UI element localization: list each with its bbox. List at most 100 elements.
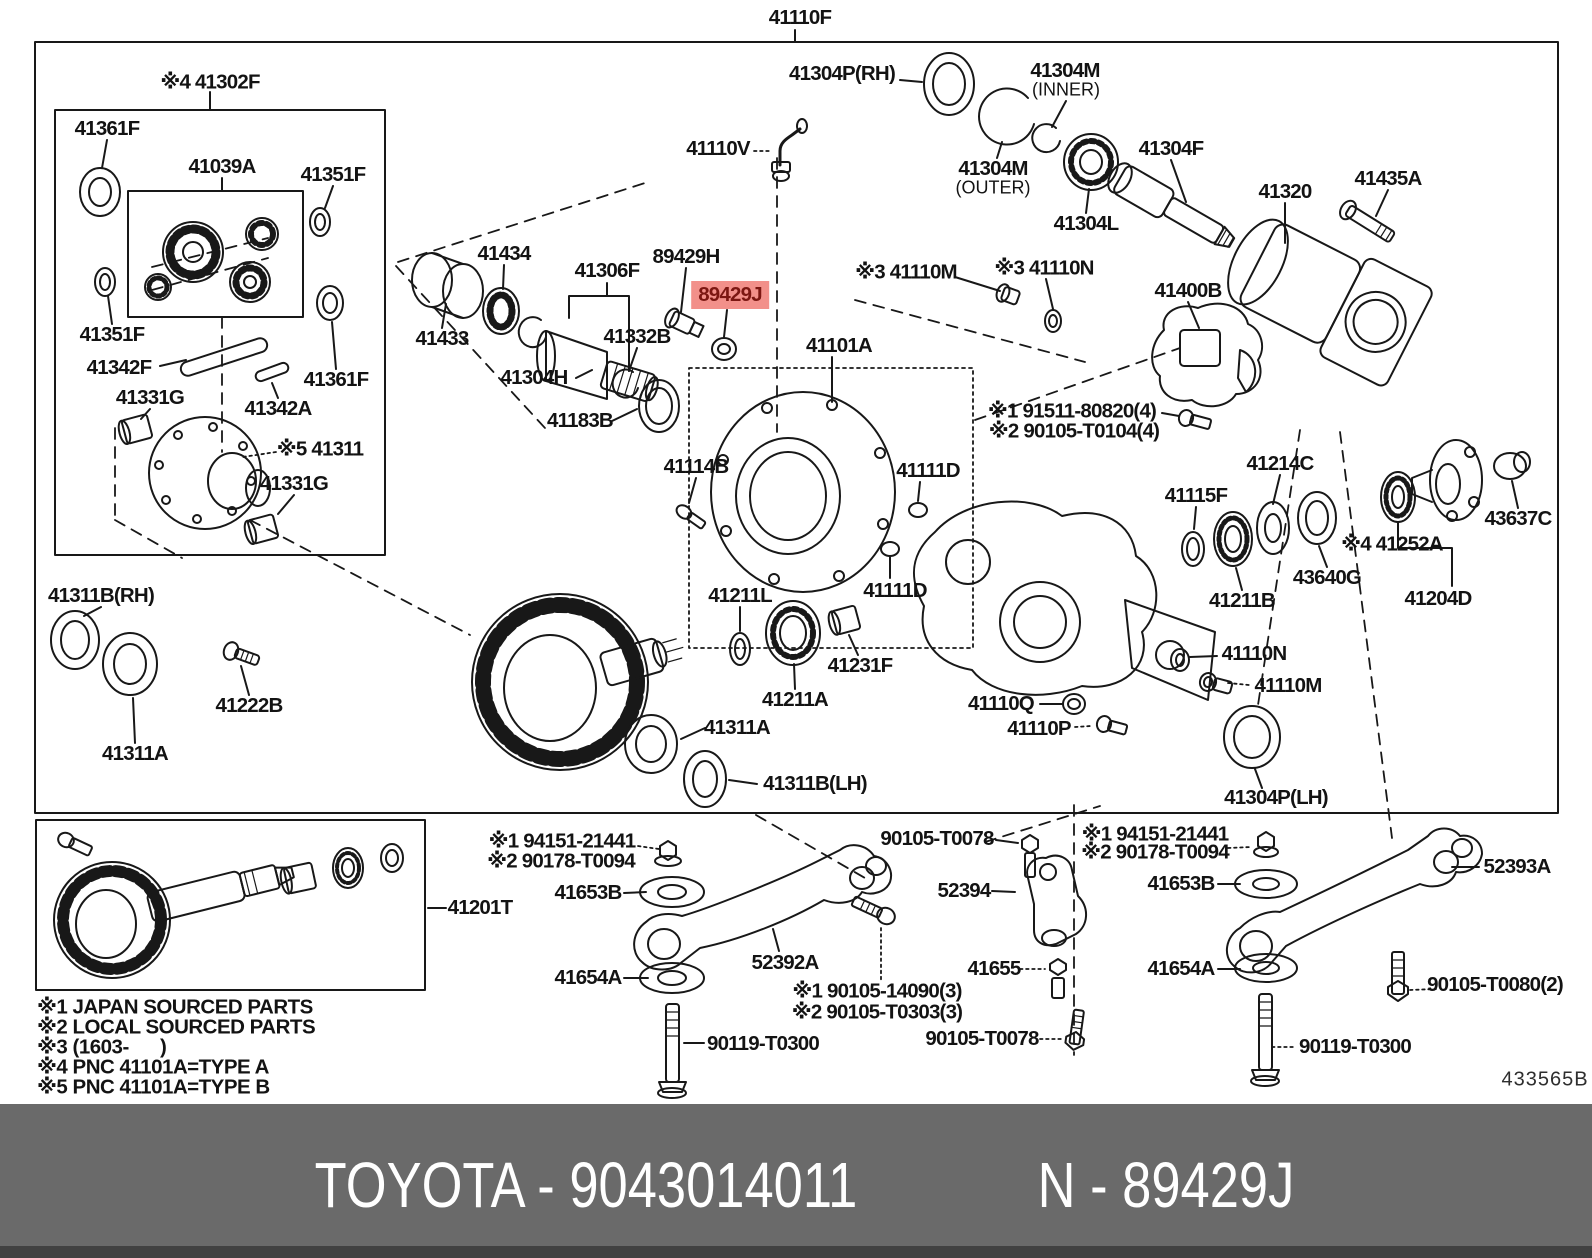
part-label-41231f[interactable]: 41231F — [827, 654, 894, 677]
part-label-341110n[interactable]: ※3 41110N — [994, 256, 1094, 280]
part-label-41114b[interactable]: 41114B — [663, 455, 730, 478]
part-label-41183b[interactable]: 41183B — [547, 409, 614, 432]
part-label-52392a[interactable]: 52392A — [751, 951, 819, 974]
part-label-41361f[interactable]: 41361F — [303, 368, 370, 391]
part-label-41115f[interactable]: 41115F — [1164, 484, 1228, 507]
part-label-41222b[interactable]: 41222B — [215, 694, 283, 717]
part-label-41331g[interactable]: 41331G — [259, 472, 329, 495]
part-label-290105t01044[interactable]: ※2 90105-T0104(4) — [988, 419, 1160, 443]
part-label-41311a[interactable]: 41311A — [102, 742, 169, 765]
part-label-191511808204[interactable]: ※1 91511-80820(4) — [987, 399, 1157, 423]
part-label-41306f[interactable]: 41306F — [574, 259, 641, 282]
part-label-41332b[interactable]: 41332B — [603, 325, 671, 348]
part-label-290178t0094[interactable]: ※2 90178-T0094 — [1081, 840, 1230, 864]
part-label-41653b[interactable]: 41653B — [1147, 872, 1215, 895]
part-label-41331g[interactable]: 41331G — [115, 386, 185, 409]
part-label-41342a[interactable]: 41342A — [244, 397, 312, 420]
part-label-41110m[interactable]: 41110M — [1254, 674, 1322, 697]
part-label-41110f[interactable]: 41110F — [768, 6, 832, 29]
part-label-541311[interactable]: ※5 41311 — [276, 437, 364, 461]
part-label-41110q[interactable]: 41110Q — [968, 692, 1035, 715]
part-label-41361f[interactable]: 41361F — [74, 117, 141, 140]
part-label-41304m[interactable]: 41304M — [958, 157, 1028, 180]
part-label-190105140903[interactable]: ※1 90105-14090(3) — [792, 979, 962, 1003]
final-gear-kit-drawing — [53, 831, 404, 979]
construction-lines — [114, 157, 1393, 1056]
part-label-43640g[interactable]: 43640G — [1292, 566, 1362, 589]
part-label-41111d[interactable]: 41111D — [896, 459, 960, 482]
part-label-41311a[interactable]: 41311A — [704, 716, 771, 739]
part-label-41653b[interactable]: 41653B — [554, 881, 622, 904]
part-label-outer[interactable]: (OUTER) — [955, 177, 1031, 198]
part-label-41110v[interactable]: 41110V — [686, 137, 750, 160]
part-label-41211l[interactable]: 41211L — [708, 584, 772, 607]
part-label-41110p[interactable]: 41110P — [1007, 717, 1071, 740]
legend-item-2: ※2 LOCAL SOURCED PARTS — [37, 1015, 316, 1039]
part-label-41211b[interactable]: 41211B — [1209, 589, 1276, 612]
part-label-290105t03033[interactable]: ※2 90105-T0303(3) — [791, 1000, 963, 1024]
part-label-41311blh[interactable]: 41311B(LH) — [763, 772, 867, 795]
steering-knuckle-drawing — [850, 834, 1087, 1051]
part-label-41311brh[interactable]: 41311B(RH) — [48, 584, 155, 607]
part-label-41351f[interactable]: 41351F — [79, 323, 146, 346]
part-label-41304f[interactable]: 41304F — [1138, 137, 1205, 160]
part-label-41320[interactable]: 41320 — [1258, 180, 1312, 203]
part-label-19415121441[interactable]: ※1 94151-21441 — [488, 829, 636, 853]
dotted-leader-lines — [242, 150, 1437, 1048]
part-label-41304l[interactable]: 41304L — [1053, 212, 1120, 235]
banner-part-code: N - 89429J — [1037, 1149, 1295, 1221]
legend-item-1: ※1 JAPAN SOURCED PARTS — [37, 995, 313, 1019]
legend-item-5: ※5 PNC 41101A=TYPE B — [37, 1075, 270, 1099]
part-label-41101a[interactable]: 41101A — [806, 334, 873, 357]
part-label-41111d[interactable]: 41111D — [863, 579, 927, 602]
steering-arm-right-drawing — [1225, 827, 1483, 1087]
part-label-41304m[interactable]: 41304M — [1030, 59, 1100, 82]
part-label-89429h[interactable]: 89429H — [652, 245, 720, 268]
part-label-290178t0094[interactable]: ※2 90178-T0094 — [487, 849, 636, 873]
part-label-41304prh[interactable]: 41304P(RH) — [789, 62, 896, 85]
part-label-90105t0078[interactable]: 90105-T0078 — [880, 827, 994, 850]
part-label-41342f[interactable]: 41342F — [86, 356, 153, 379]
part-label-41434[interactable]: 41434 — [477, 242, 531, 265]
part-label-341110m[interactable]: ※3 41110M — [855, 260, 957, 284]
part-label-19415121441[interactable]: ※1 94151-21441 — [1081, 822, 1229, 846]
bottom-banner: TOYOTA - 9043014011 N - 89429J — [0, 1104, 1592, 1258]
part-label-41654a[interactable]: 41654A — [554, 966, 622, 989]
part-label-41433[interactable]: 41433 — [415, 327, 469, 350]
part-label-90105t00802[interactable]: 90105-T0080(2) — [1427, 973, 1564, 996]
part-label-90105t0078[interactable]: 90105-T0078 — [925, 1027, 1039, 1050]
part-label-90119t0300[interactable]: 90119-T0300 — [706, 1032, 820, 1055]
part-label-41110n[interactable]: 41110N — [1221, 642, 1288, 665]
part-label-inner[interactable]: (INNER) — [1032, 79, 1100, 100]
part-label-41214c[interactable]: 41214C — [1246, 452, 1314, 475]
part-label-441302f[interactable]: ※4 41302F — [160, 70, 260, 94]
part-label-52393a[interactable]: 52393A — [1483, 855, 1551, 878]
part-label-41655[interactable]: 41655 — [967, 957, 1021, 980]
legend-item-3: ※3 (1603- ) — [37, 1035, 167, 1059]
part-label-441252a[interactable]: ※4 41252A — [1341, 532, 1443, 556]
part-label-41201t[interactable]: 41201T — [447, 896, 514, 919]
banner-part-number: TOYOTA - 9043014011 — [314, 1149, 858, 1221]
part-label-41039a[interactable]: 41039A — [188, 155, 256, 178]
part-label-41204d[interactable]: 41204D — [1404, 587, 1472, 610]
part-label-41435a[interactable]: 41435A — [1354, 167, 1422, 190]
frame-boxes — [34, 29, 1559, 991]
differential-case-group-drawing — [50, 167, 344, 696]
pinion-bearing-group-drawing — [411, 252, 928, 557]
part-label-90119t0300[interactable]: 90119-T0300 — [1298, 1035, 1412, 1058]
drawing-number: 433565B — [1501, 1068, 1589, 1091]
part-label-41351f[interactable]: 41351F — [300, 163, 367, 186]
part-label-41304plh[interactable]: 41304P(LH) — [1224, 786, 1328, 809]
part-label-41400b[interactable]: 41400B — [1154, 279, 1222, 302]
part-label-41654a[interactable]: 41654A — [1147, 957, 1215, 980]
leader-lines — [83, 79, 1519, 1044]
part-label-41211a[interactable]: 41211A — [762, 688, 829, 711]
part-label-89429j[interactable]: 89429J — [691, 281, 769, 309]
part-label-52394[interactable]: 52394 — [937, 879, 991, 902]
part-label-43637c[interactable]: 43637C — [1484, 507, 1552, 530]
legend-item-4: ※4 PNC 41101A=TYPE A — [37, 1055, 269, 1079]
part-label-41304h[interactable]: 41304H — [500, 366, 568, 389]
hub-group-drawing — [1062, 439, 1531, 769]
